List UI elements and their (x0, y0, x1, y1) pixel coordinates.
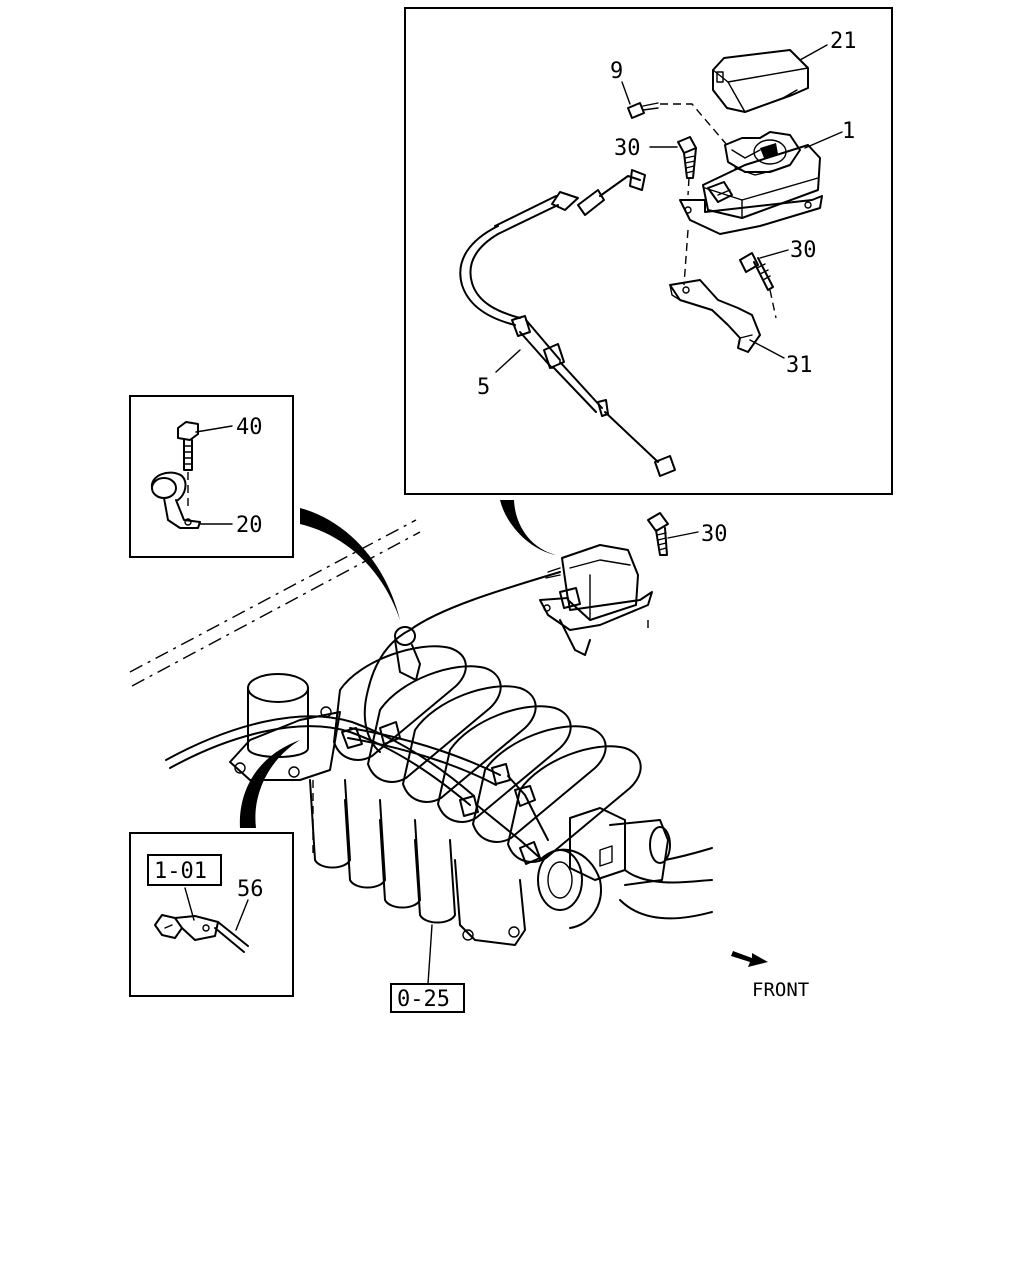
pointer-to-actuator (500, 500, 556, 555)
part-bracket (669, 279, 761, 353)
label-30-main: 30 (701, 522, 728, 547)
part-screw-9 (627, 102, 728, 146)
main-cables (165, 571, 561, 865)
leader-56 (235, 899, 249, 931)
leader-1-01 (184, 887, 195, 921)
part-bolt-30-main (647, 512, 669, 556)
leader-31 (749, 339, 785, 359)
leader-30-lower (759, 249, 789, 259)
leader-9 (621, 81, 631, 105)
frame-rail-2 (131, 531, 421, 687)
part-bolt-40 (177, 421, 199, 510)
detail-frame-actuator: 21 9 1 (404, 7, 893, 495)
manifold-flange (229, 711, 341, 781)
leader-0-25 (427, 924, 433, 985)
main-assembly: 30 (129, 512, 728, 946)
throttle-body (537, 807, 713, 929)
main-clip (394, 626, 421, 681)
leader-40 (195, 425, 233, 433)
detail-frame-clip: 40 20 (129, 395, 294, 558)
part-cover (712, 49, 809, 113)
main-actuator (539, 544, 653, 656)
label-1: 1 (842, 119, 855, 144)
label-56: 56 (237, 877, 264, 902)
part-actuator-unit (679, 131, 823, 235)
filter-cylinder (247, 673, 309, 758)
label-5: 5 (477, 375, 490, 400)
part-bolt-30-upper (677, 136, 697, 196)
leader-1 (804, 131, 843, 149)
label-30-lower: 30 (790, 238, 817, 263)
front-arrow-icon (731, 951, 768, 967)
part-bolt-30-lower (739, 252, 777, 319)
pointer-to-harness (239, 740, 300, 828)
assembly-line (683, 229, 689, 286)
label-30-upper: 30 (614, 136, 641, 161)
leader-30-main (667, 531, 699, 539)
part-clip-20 (150, 471, 201, 529)
ref-box-0-25: 0-25 (397, 987, 450, 1012)
pointer-to-clip (300, 508, 400, 620)
lower-plenum (309, 779, 526, 946)
leader-5 (495, 349, 521, 373)
label-9: 9 (610, 59, 623, 84)
front-label: FRONT (752, 979, 809, 1001)
leader-21 (799, 44, 828, 61)
detail-frame-harness: 1-01 56 (129, 832, 294, 997)
frame-rail-1 (129, 519, 417, 673)
label-20: 20 (236, 513, 263, 538)
ref-box-1-01: 1-01 (154, 859, 207, 884)
label-40: 40 (236, 415, 263, 440)
label-21: 21 (830, 29, 857, 54)
part-harness-56 (154, 914, 249, 953)
part-cable (459, 169, 676, 477)
label-31: 31 (786, 353, 813, 378)
